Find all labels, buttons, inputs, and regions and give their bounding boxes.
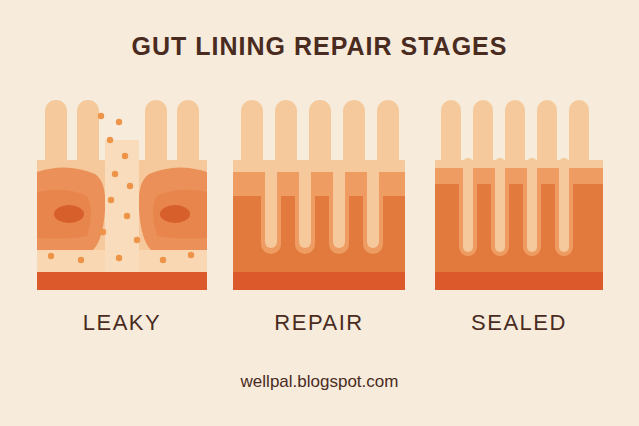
watermark: wellpal.blogspot.com [0,372,639,392]
stage-panel: SEALED [435,96,603,336]
repair-lining [233,100,405,290]
stage-panel: REPAIR [233,96,405,336]
stage-panel: LEAKY [37,96,207,336]
stage-label: SEALED [435,310,603,336]
leaky-lining [37,100,207,290]
sealed-lining [435,100,603,290]
stage-label: REPAIR [233,310,405,336]
stage-label: LEAKY [37,310,207,336]
diagram-title: GUT LINING REPAIR STAGES [0,32,639,61]
